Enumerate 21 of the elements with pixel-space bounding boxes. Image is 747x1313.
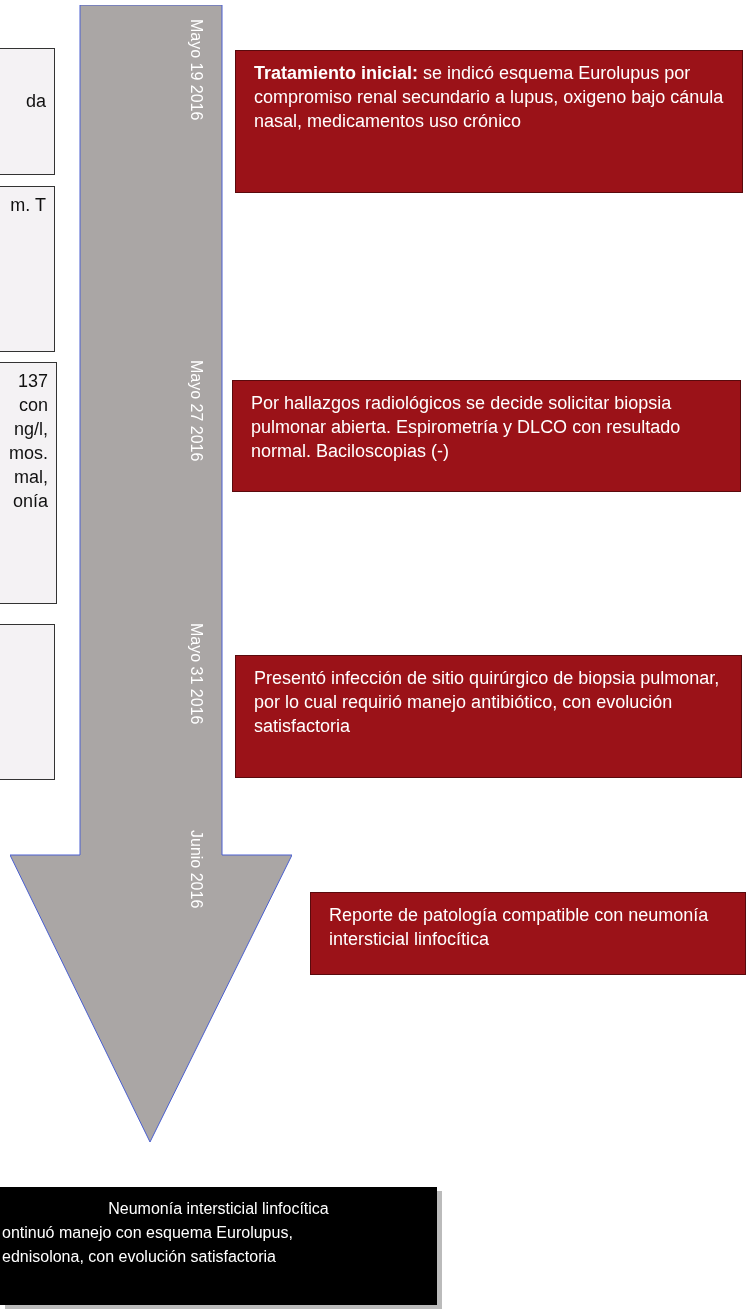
card-background xyxy=(0,362,57,604)
card-background xyxy=(0,186,55,352)
outcome-heading: Neumonía intersticial linfocítica xyxy=(107,1199,330,1219)
date-label: Mayo 27 2016 xyxy=(187,360,205,462)
event-text: Presentó infección de sitio quirúrgico de biopsia pulmonar, por lo cual requirió manejo antibiótico, con evolución satisfactoria xyxy=(254,667,721,738)
date-label: Junio 2016 xyxy=(187,830,205,909)
card-background xyxy=(232,380,741,492)
event-text: Tratamiento inicial: se indicó esquema Eurolupus por compromiso renal secundario a lupus, oxigeno bajo cánula nasal, medicamentos uso crónico xyxy=(254,62,725,133)
partial-text: m. T xyxy=(9,194,46,217)
card-background xyxy=(235,655,742,778)
outcome-text: ontinuó manejo con esquema Eurolupus, ednisolona, con evolución satisfactoria xyxy=(1,1223,294,1267)
event-text: Reporte de patología compatible con neumonía intersticial linfocítica xyxy=(329,904,710,951)
partial-text: da xyxy=(24,90,46,113)
card-background xyxy=(235,50,743,193)
card-background xyxy=(0,48,55,175)
date-label: Mayo 31 2016 xyxy=(187,623,205,725)
empty-box xyxy=(0,624,55,780)
partial-text: 137 con ng/l, mos. mal, onía xyxy=(8,370,48,513)
card-background xyxy=(310,892,746,975)
date-label: Mayo 19 2016 xyxy=(187,19,205,121)
event-text: Por hallazgos radiológicos se decide solicitar biopsia pulmonar abierta. Espirometría y DLCO con resultado normal. Baciloscopias (-) xyxy=(251,392,682,463)
